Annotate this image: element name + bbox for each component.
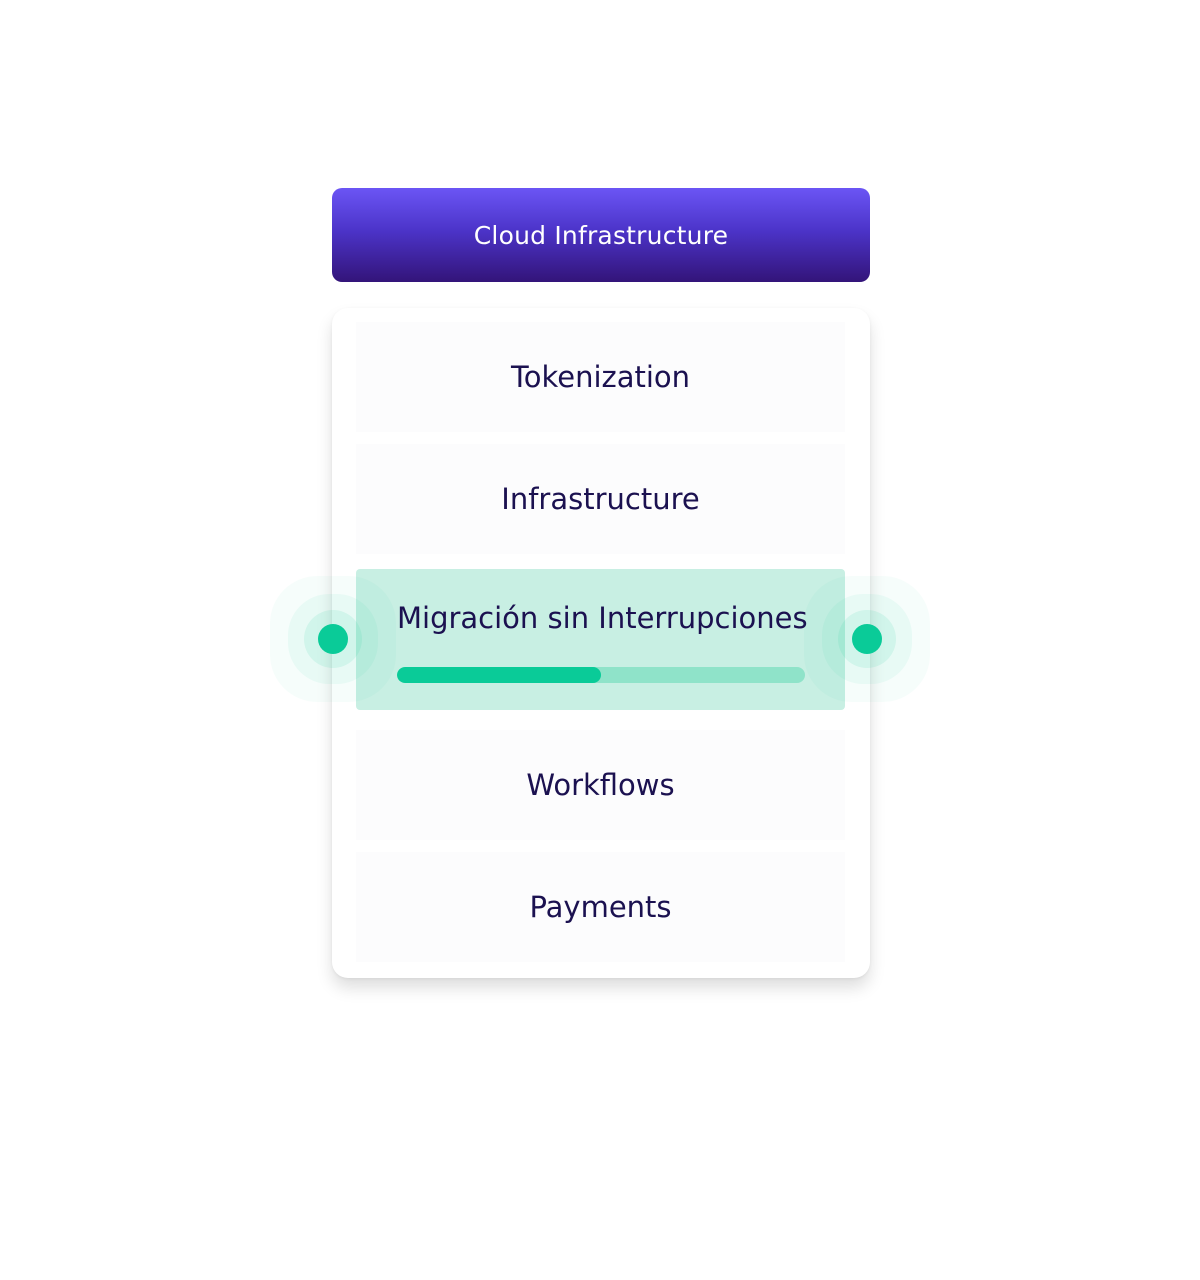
progress-bar-fill <box>397 667 601 683</box>
menu-item-infrastructure[interactable]: Infrastructure <box>356 444 845 554</box>
card-header: Cloud Infrastructure <box>332 188 870 282</box>
menu-item-label: Migración sin Interrupciones <box>397 601 808 635</box>
menu-item-workflows[interactable]: Workflows <box>356 730 845 840</box>
menu-item-label: Tokenization <box>510 360 691 394</box>
menu-item-label: Infrastructure <box>501 482 700 516</box>
menu-item-label: Workflows <box>526 768 675 802</box>
menu-item-payments[interactable]: Payments <box>356 852 845 962</box>
status-dot-icon <box>852 624 882 654</box>
menu-item-label: Payments <box>529 890 672 924</box>
card-header-title: Cloud Infrastructure <box>473 220 729 250</box>
status-dot-icon <box>318 624 348 654</box>
menu-item-migracion[interactable]: Migración sin Interrupciones <box>356 569 845 710</box>
menu-item-tokenization[interactable]: Tokenization <box>356 322 845 432</box>
progress-bar <box>397 667 805 683</box>
